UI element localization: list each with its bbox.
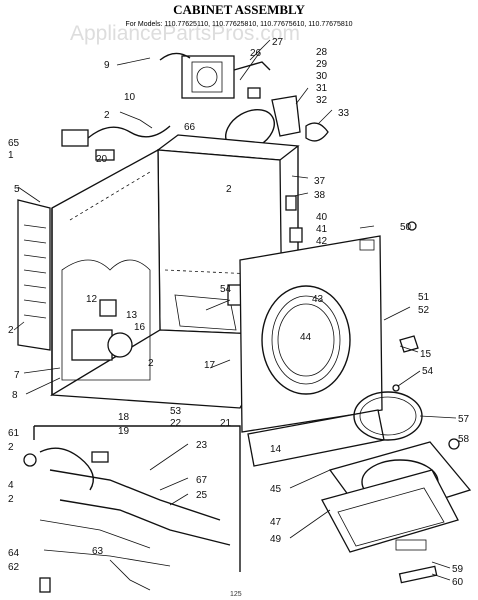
callout-2-f: 2 <box>8 494 14 505</box>
callout-43: 43 <box>312 294 324 305</box>
callout-1: 1 <box>8 150 14 161</box>
callout-31: 31 <box>316 83 328 94</box>
callout-54-b: 54 <box>422 366 434 377</box>
callout-45: 45 <box>270 484 282 495</box>
callout-53: 53 <box>170 406 182 417</box>
callout-54-a: 54 <box>220 284 232 295</box>
belt-idler <box>225 95 329 151</box>
upper-wiring <box>61 111 171 161</box>
callout-23: 23 <box>196 440 208 451</box>
callout-62: 62 <box>8 562 20 573</box>
callout-63: 63 <box>92 546 104 557</box>
callout-9: 9 <box>104 60 110 71</box>
callout-49: 49 <box>270 534 282 545</box>
callout-66: 66 <box>184 122 196 133</box>
callout-44: 44 <box>300 332 312 343</box>
callout-8: 8 <box>12 390 18 401</box>
callout-10: 10 <box>124 92 136 103</box>
callout-2-e: 2 <box>8 442 14 453</box>
callout-13: 13 <box>126 310 138 321</box>
callout-61: 61 <box>8 428 20 439</box>
callout-28: 28 <box>316 47 328 58</box>
callout-50: 50 <box>400 222 412 233</box>
callout-14: 14 <box>270 444 282 455</box>
callout-22: 22 <box>170 418 182 429</box>
callout-57: 57 <box>458 414 470 425</box>
callout-2-a: 2 <box>104 110 110 121</box>
callout-18: 18 <box>118 412 130 423</box>
callout-29: 29 <box>316 59 328 70</box>
callout-59: 59 <box>452 564 464 575</box>
cabinet-body <box>17 134 300 409</box>
callout-60: 60 <box>452 577 464 588</box>
callout-67: 67 <box>196 475 208 486</box>
callout-2-c: 2 <box>148 358 154 369</box>
callout-5: 5 <box>14 184 20 195</box>
callout-numbers: 65 1 5 9 10 2 20 66 26 27 28 29 30 31 32… <box>8 37 470 588</box>
diagram-title: CABINET ASSEMBLY <box>173 2 305 17</box>
watermark: AppliancePartsPros.com <box>70 22 300 45</box>
page-code: 125 <box>230 591 242 598</box>
front-panel <box>239 235 383 433</box>
callout-2-d: 2 <box>8 325 14 336</box>
callout-7: 7 <box>14 370 20 381</box>
callout-20: 20 <box>96 154 108 165</box>
callout-42: 42 <box>316 236 328 247</box>
callout-4: 4 <box>8 480 14 491</box>
callout-52: 52 <box>418 305 430 316</box>
callout-41: 41 <box>316 224 328 235</box>
callout-2-b: 2 <box>226 184 232 195</box>
callout-32: 32 <box>316 95 328 106</box>
inner-components <box>61 259 243 381</box>
model-list: For Models: 110.77625110, 110.77625810, … <box>125 21 352 28</box>
callout-38: 38 <box>314 190 326 201</box>
motor-assembly <box>159 52 271 99</box>
callout-64: 64 <box>8 548 20 559</box>
callout-37: 37 <box>314 176 326 187</box>
callout-51: 51 <box>418 292 430 303</box>
callout-26: 26 <box>250 48 262 59</box>
callout-16: 16 <box>134 322 146 333</box>
callout-33: 33 <box>338 108 350 119</box>
callout-47: 47 <box>270 517 282 528</box>
callout-30: 30 <box>316 71 328 82</box>
callout-17: 17 <box>204 360 216 371</box>
callout-58: 58 <box>458 434 470 445</box>
callout-65: 65 <box>8 138 20 149</box>
callout-40: 40 <box>316 212 328 223</box>
callout-27: 27 <box>272 37 284 48</box>
right-parts <box>285 195 460 450</box>
callout-12: 12 <box>86 294 98 305</box>
harness-inset <box>23 425 241 593</box>
callout-25: 25 <box>196 490 208 501</box>
callout-19: 19 <box>118 426 130 437</box>
door-assembly <box>321 441 472 584</box>
callout-15: 15 <box>420 349 432 360</box>
leader-lines <box>13 39 457 581</box>
callout-21: 21 <box>220 418 232 429</box>
